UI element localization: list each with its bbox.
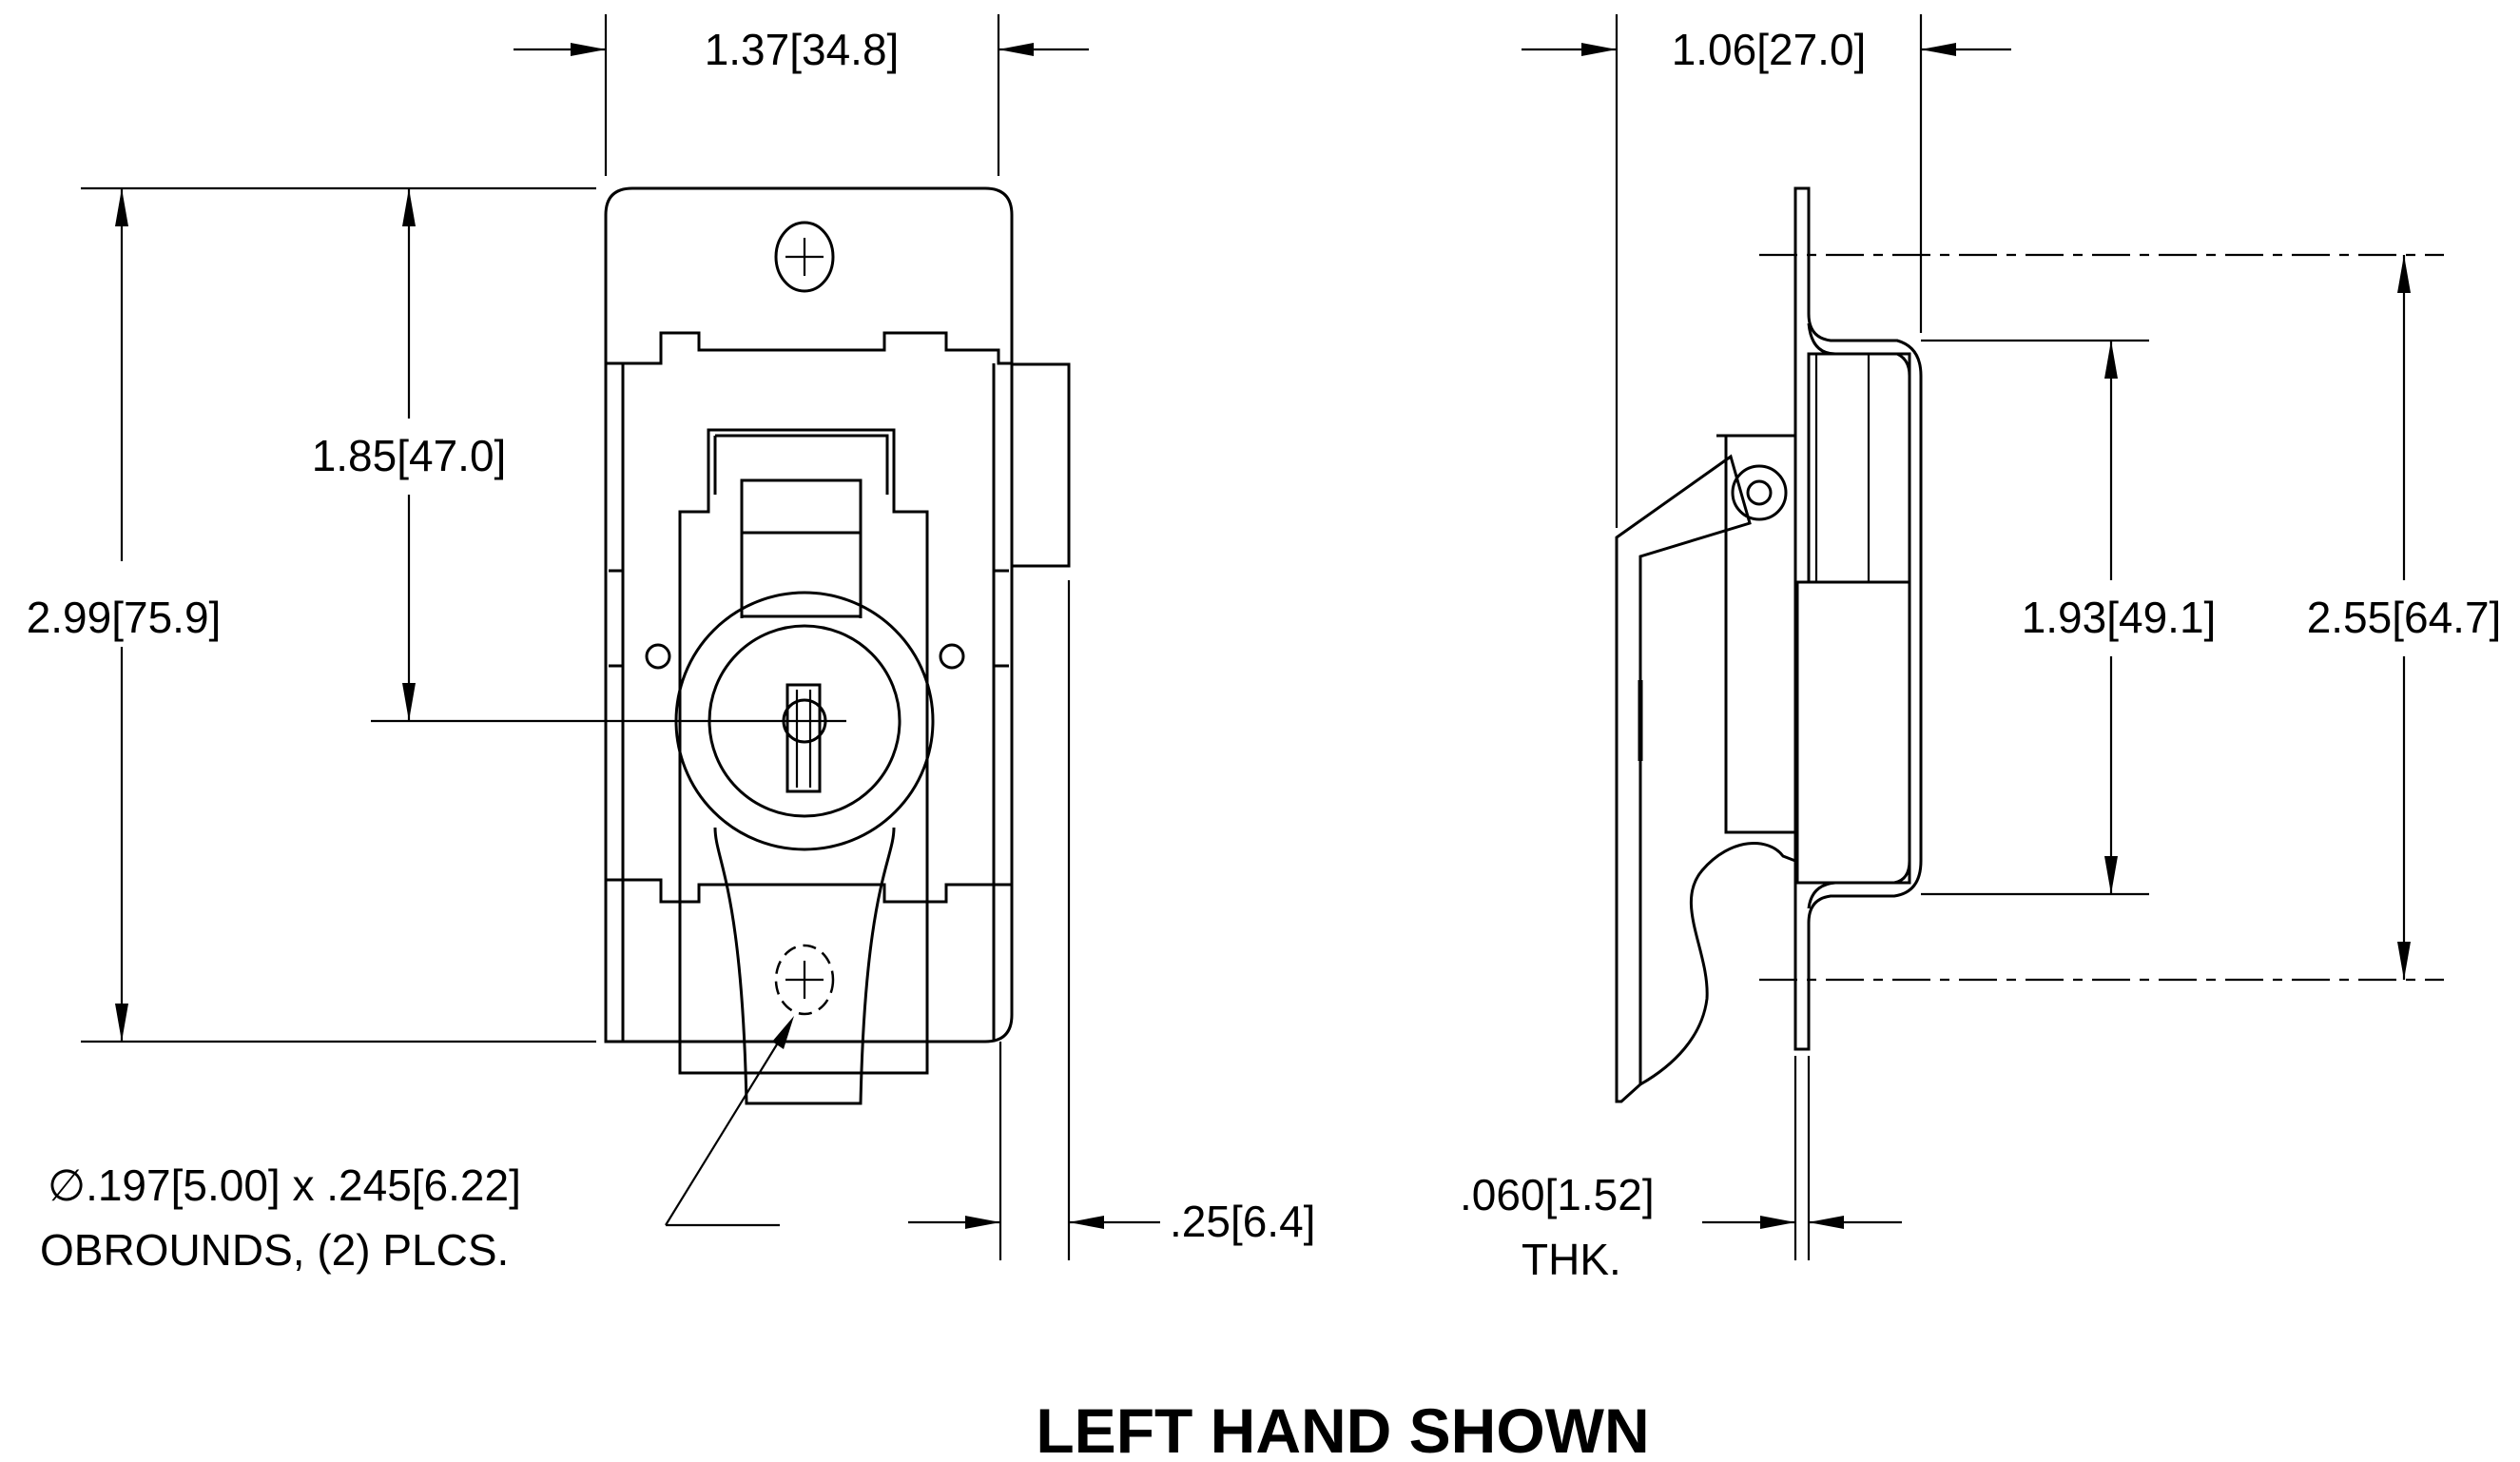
lever-arm xyxy=(1716,434,1797,834)
obround-note-qty: OBROUNDS, (2) PLCS. xyxy=(40,1225,509,1275)
width-dimension: 1.37[34.8] xyxy=(705,25,900,74)
side-view: 1.06[27.0] 1.93[49.1] 2.55[64.7] .060[1.… xyxy=(1460,14,2501,1284)
lower-mounting-obround-hidden xyxy=(774,944,835,1016)
keyway xyxy=(785,683,822,793)
right-tab xyxy=(1010,362,1071,568)
mounting-flange xyxy=(1793,186,1923,1051)
pivot-pin xyxy=(1731,464,1788,521)
handle-blade xyxy=(1615,454,1752,1103)
latch-body-outline xyxy=(606,331,1012,365)
obround-note-size: ∅.197[5.00] x .245[6.22] xyxy=(48,1160,521,1210)
thickness-label: THK. xyxy=(1522,1235,1621,1284)
thickness-dimension: .060[1.52] xyxy=(1460,1170,1655,1219)
drawing-caption: LEFT HAND SHOWN xyxy=(1036,1395,1649,1462)
key-center-dimension: 1.85[47.0] xyxy=(312,431,507,480)
overall-height-dimension: 2.99[75.9] xyxy=(27,593,222,642)
base-plate-outline xyxy=(604,186,1014,1043)
trigger-lever xyxy=(740,478,863,618)
top-mounting-obround xyxy=(774,221,835,293)
inner-height-dimension: 1.93[49.1] xyxy=(2022,593,2217,642)
depth-dimension: 1.06[27.0] xyxy=(1672,25,1867,74)
mount-height-dimension: 2.55[64.7] xyxy=(2307,593,2502,642)
lock-body-lower xyxy=(1795,580,1911,885)
lock-body-upper xyxy=(1807,352,1911,584)
offset-dimension: .25[6.4] xyxy=(1170,1197,1315,1246)
front-view: 1.37[34.8] 2.99[75.9] 1.85[47.0] ∅.197[5… xyxy=(27,14,1315,1275)
